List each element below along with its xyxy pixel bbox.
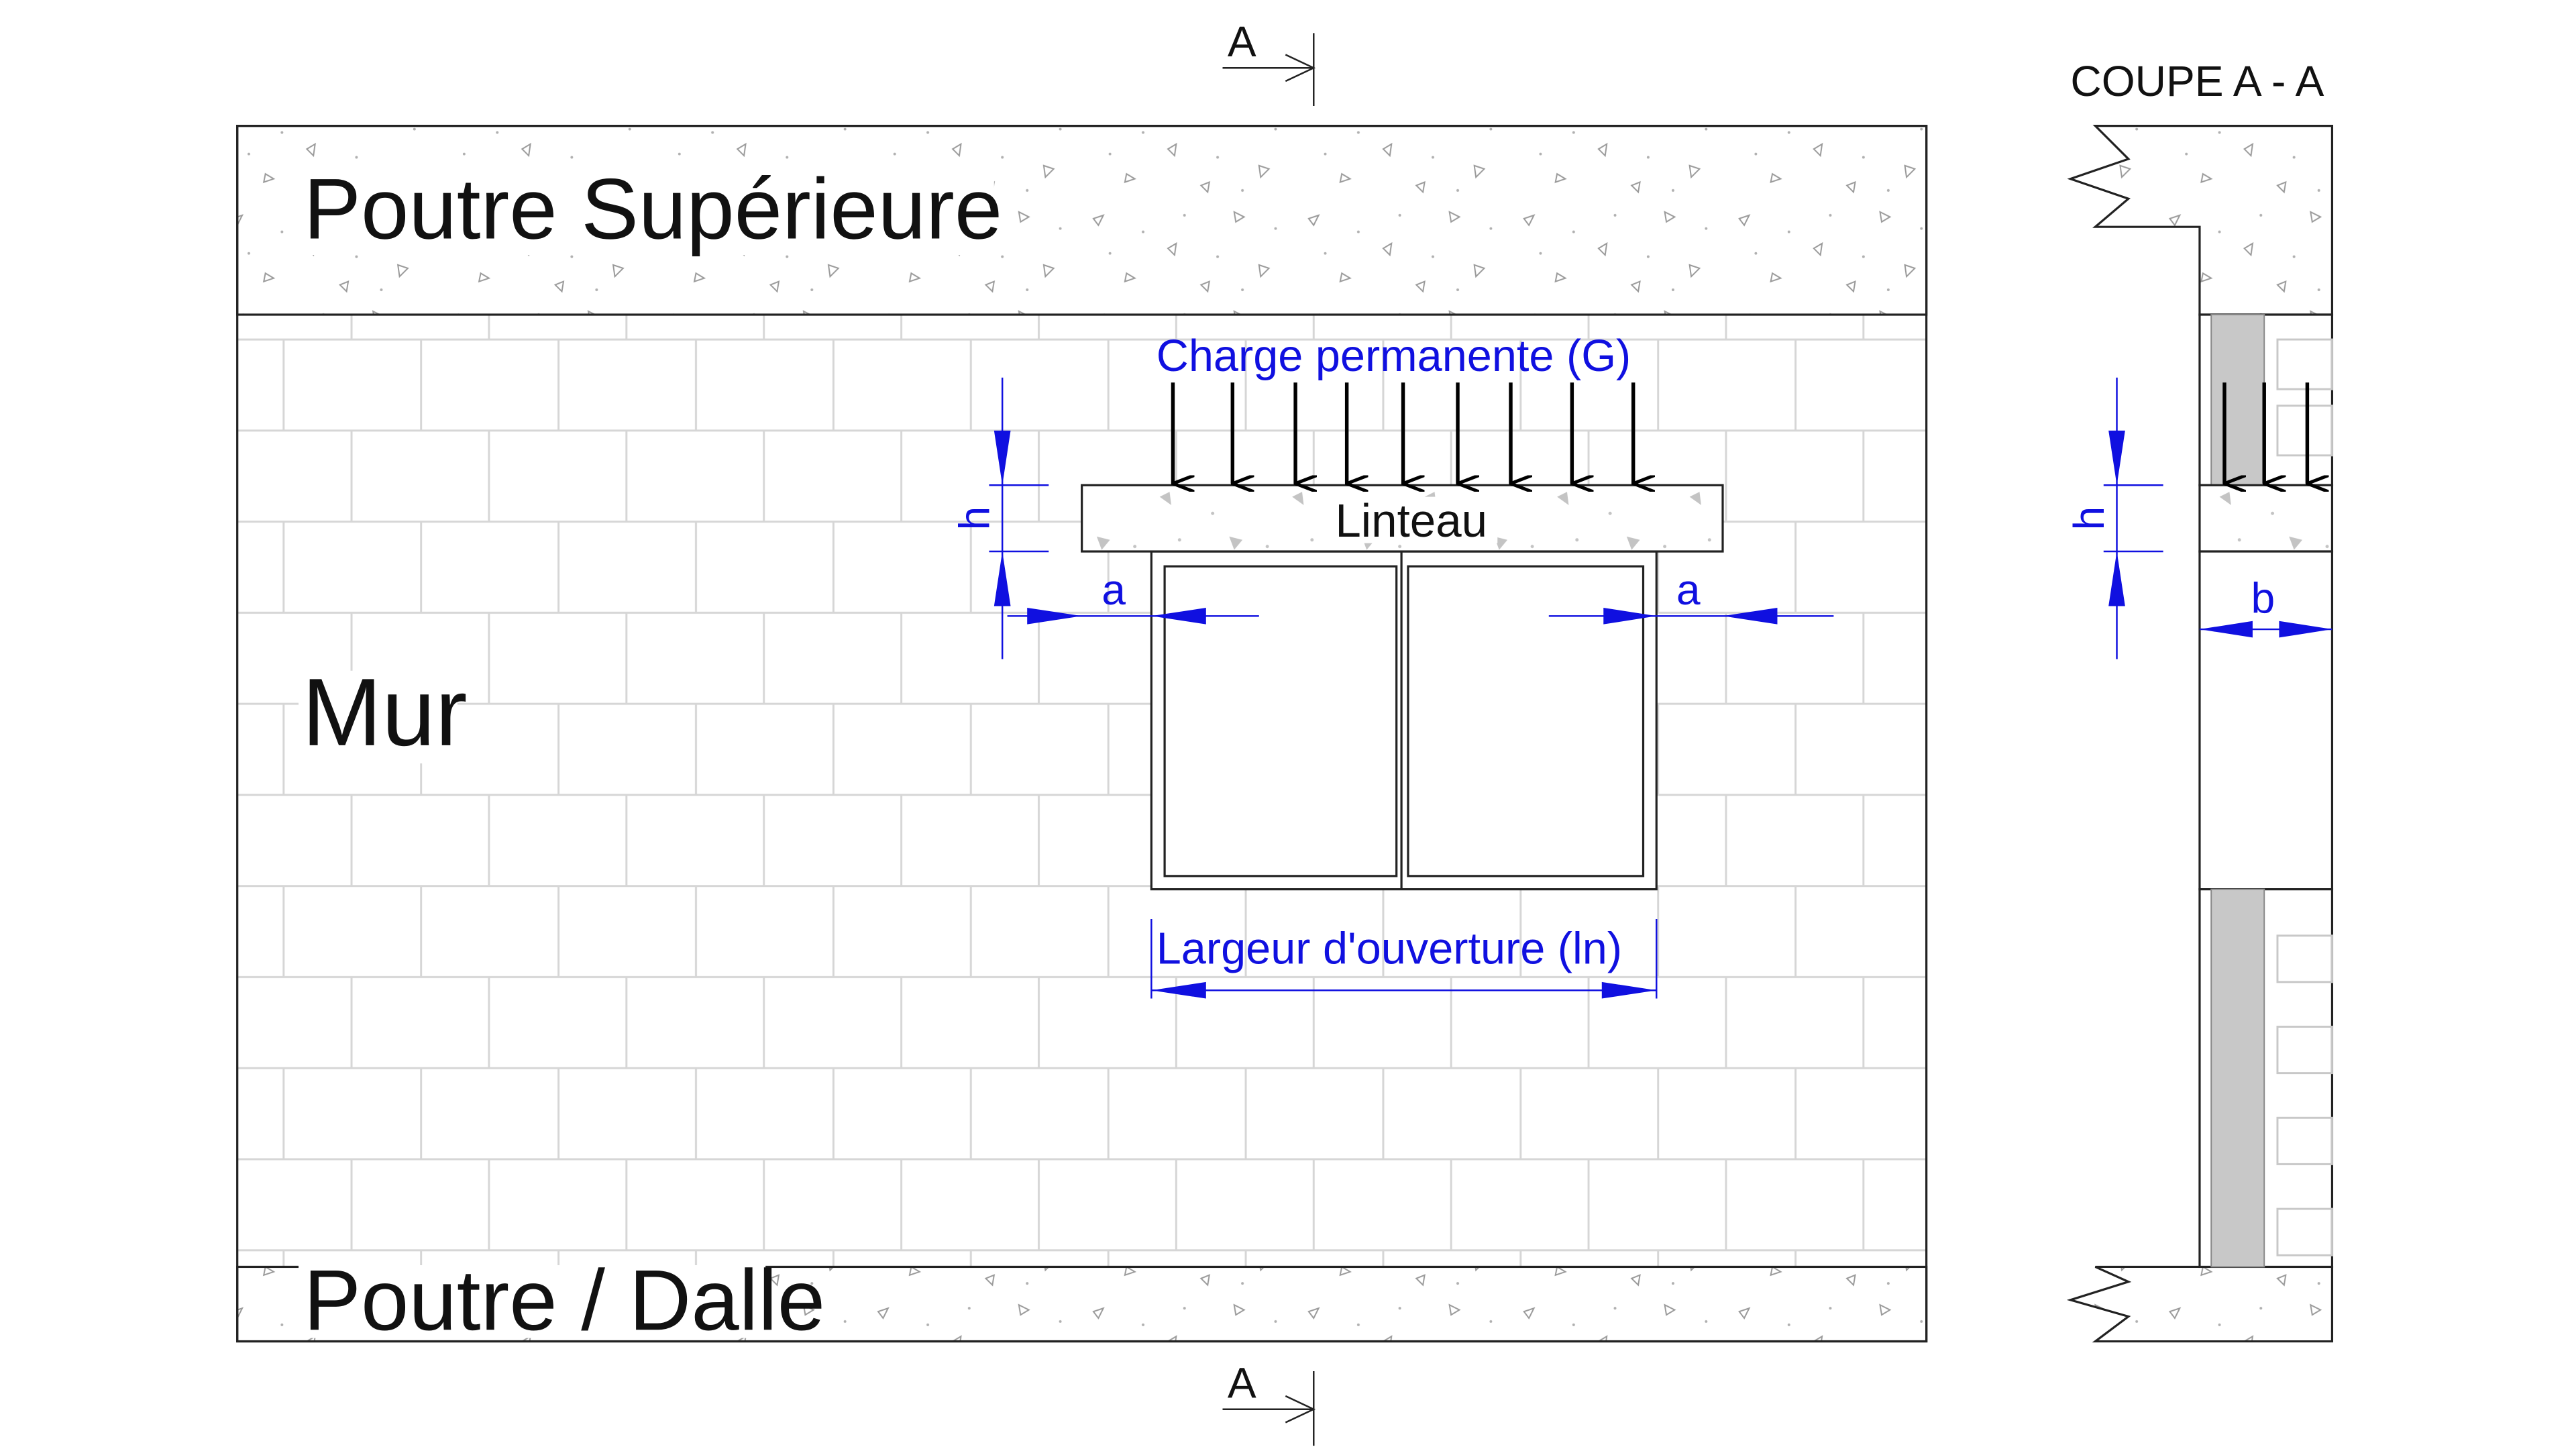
opening-width-label: Largeur d'ouverture (ln) [1157, 924, 1622, 974]
width-dimension: b [2199, 574, 2332, 638]
section-lower-slab [2066, 1265, 2334, 1343]
height-dimension: h [950, 377, 1049, 659]
lintel-label: Linteau [1335, 494, 1487, 547]
wall-outline [236, 125, 1928, 1343]
section-upper-beam [2067, 125, 2334, 316]
bearing-right-label: a [1676, 566, 1701, 614]
section-height-label: h [2065, 506, 2113, 531]
svg-text:A: A [1228, 17, 1256, 66]
permanent-load-label: Charge permanente (G) [1157, 331, 1631, 381]
svg-text:A: A [1228, 1358, 1256, 1407]
bearing-right-dimension: a [1548, 566, 1834, 625]
section-marker-top: A [1222, 17, 1316, 106]
opening-width-dimension: Largeur d'ouverture (ln) [1150, 919, 1658, 999]
section-lintel [2198, 484, 2334, 553]
load-arrows [1171, 382, 1633, 484]
bearing-left-label: a [1102, 566, 1126, 614]
wall-label: Mur [302, 659, 468, 766]
wall-brick-area [237, 315, 1927, 1267]
upper-beam-label: Poutre Supérieure [303, 161, 1002, 257]
section-opening [2198, 550, 2334, 891]
height-dimension-label: h [950, 506, 998, 531]
lower-beam-label: Poutre / Dalle [303, 1252, 825, 1348]
bearing-left-dimension: a [1007, 566, 1259, 625]
width-dimension-label: b [2251, 574, 2275, 622]
section-marker-bottom: A [1222, 1358, 1316, 1446]
section-title: COUPE A - A [2070, 57, 2324, 105]
section-load-arrows [2222, 382, 2307, 484]
section-height-dimension: h [2065, 377, 2163, 659]
